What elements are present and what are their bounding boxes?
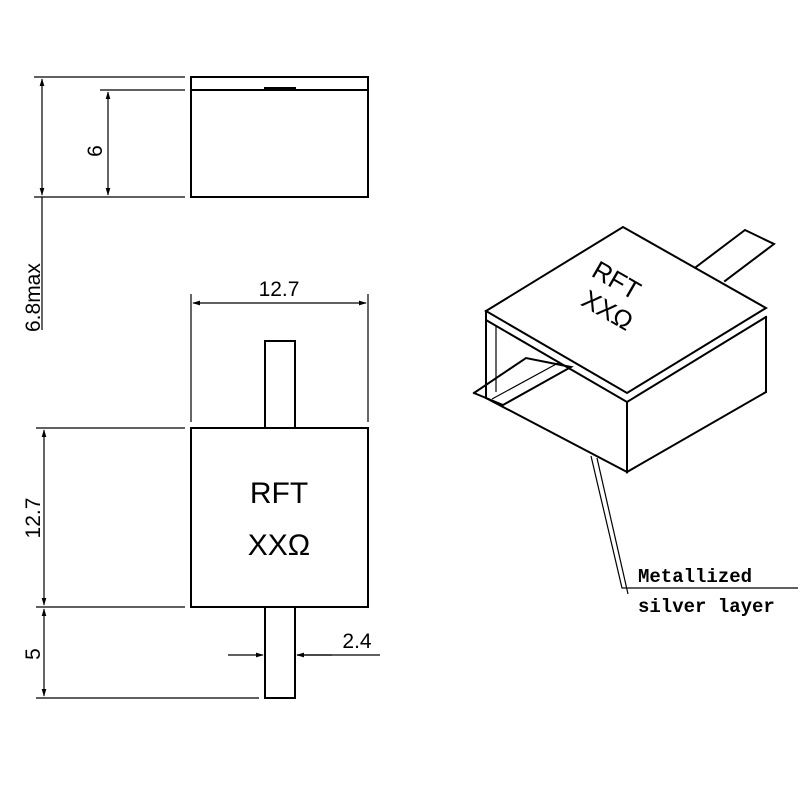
iso-lead-back bbox=[694, 228, 776, 283]
dimension-lead-width: 2.4 bbox=[342, 630, 372, 653]
callout-line-2: silver layer bbox=[638, 596, 775, 618]
dimension-lead-length: 5 bbox=[22, 648, 45, 660]
dimension-body-height: 6 bbox=[84, 145, 107, 157]
callout-leader-line bbox=[590, 455, 798, 589]
isometric-view: RFT XXΩ Metallized silver layer bbox=[472, 225, 798, 618]
marking-line-2: XXΩ bbox=[248, 529, 310, 562]
callout-leader-line-2 bbox=[596, 457, 629, 595]
lead-top bbox=[264, 340, 296, 429]
iso-lead-front bbox=[472, 356, 574, 407]
iso-top-layer bbox=[485, 310, 768, 404]
dimension-total-height: 6.8max bbox=[22, 263, 45, 332]
dimension-width: 12.7 bbox=[259, 278, 300, 301]
side-view: 6.8max 6 bbox=[22, 76, 369, 332]
marking-line-1: RFT bbox=[250, 477, 308, 510]
dimension-length: 12.7 bbox=[22, 498, 45, 539]
lead-bottom bbox=[264, 606, 296, 699]
callout-line-1: Metallized bbox=[638, 566, 752, 588]
iso-top-face bbox=[484, 225, 768, 395]
side-view-body bbox=[190, 76, 369, 198]
iso-lead-front-edge bbox=[491, 361, 561, 400]
iso-left-face bbox=[485, 319, 628, 474]
iso-right-face bbox=[626, 316, 767, 474]
resistor-body bbox=[190, 427, 369, 608]
top-view: RFT XXΩ 12.7 12.7 5 2.4 bbox=[22, 278, 380, 699]
